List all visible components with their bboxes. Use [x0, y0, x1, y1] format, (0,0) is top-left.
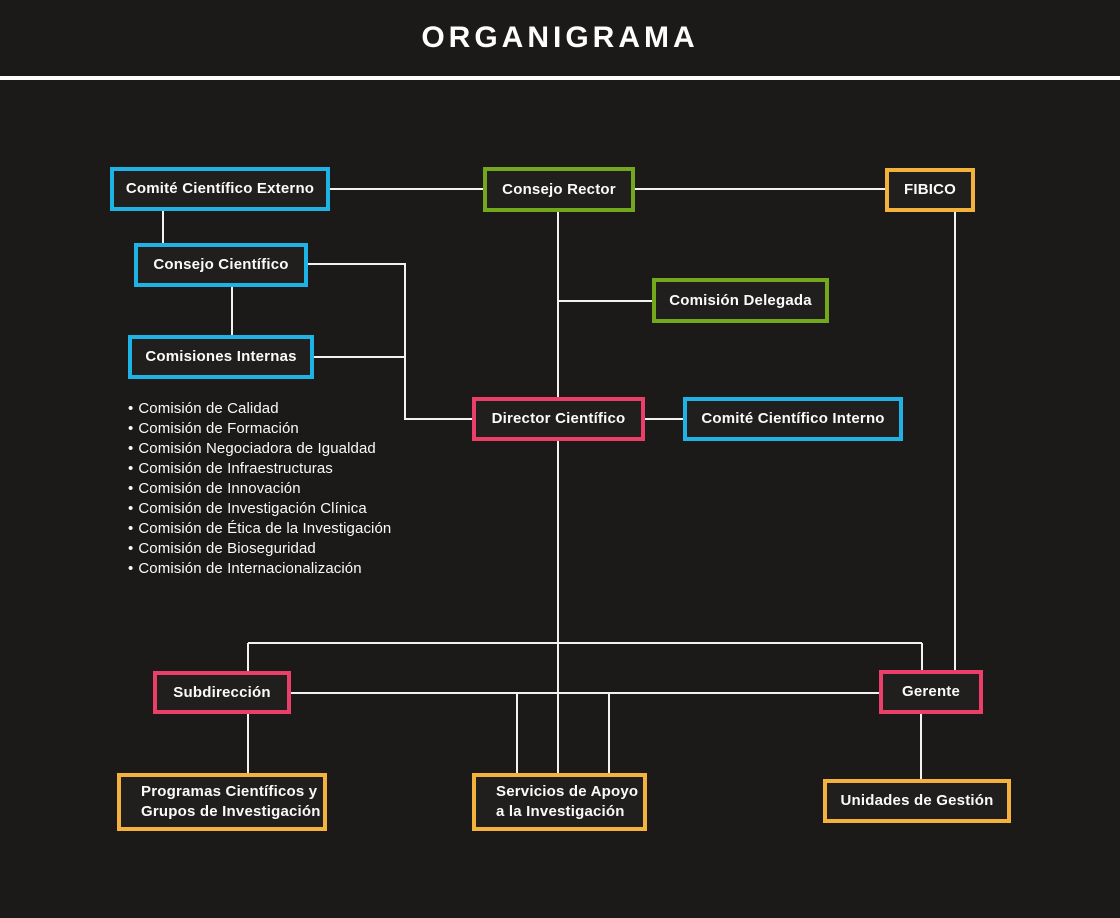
commission-item: Comisión de Formación: [128, 419, 391, 439]
org-node-comite-cientifico-externo: Comité Científico Externo: [110, 167, 330, 211]
commission-item: Comisión de Internacionalización: [128, 559, 391, 579]
commission-item: Comisión de Infraestructuras: [128, 459, 391, 479]
org-node-consejo-cientifico: Consejo Científico: [134, 243, 308, 287]
org-node-programas-cientificos: Programas Científicos y Grupos de Invest…: [117, 773, 327, 831]
org-chart: Comisión de CalidadComisión de Formación…: [0, 80, 1120, 918]
org-node-unidades-gestion: Unidades de Gestión: [823, 779, 1011, 823]
commissions-list: Comisión de CalidadComisión de Formación…: [128, 399, 391, 579]
connector-line: [308, 263, 472, 420]
org-node-servicios-apoyo: Servicios de Apoyo a la Investigación: [472, 773, 647, 831]
org-node-comisiones-internas: Comisiones Internas: [128, 335, 314, 379]
commission-item: Comisión de Innovación: [128, 479, 391, 499]
page-title: ORGANIGRAMA: [421, 21, 699, 54]
org-node-fibico: FIBICO: [885, 168, 975, 212]
commission-item: Comisión de Investigación Clínica: [128, 499, 391, 519]
commission-item: Comisión de Ética de la Investigación: [128, 519, 391, 539]
commission-item: Comisión de Bioseguridad: [128, 539, 391, 559]
org-node-subdireccion: Subdirección: [153, 671, 291, 714]
org-node-director-cientifico: Director Científico: [472, 397, 645, 441]
org-node-comision-delegada: Comisión Delegada: [652, 278, 829, 323]
commission-item: Comisión de Calidad: [128, 399, 391, 419]
org-node-comite-cientifico-interno: Comité Científico Interno: [683, 397, 903, 441]
commission-item: Comisión Negociadora de Igualdad: [128, 439, 391, 459]
header-divider: [0, 76, 1120, 80]
page-header: ORGANIGRAMA: [0, 0, 1120, 76]
org-node-consejo-rector: Consejo Rector: [483, 167, 635, 212]
org-node-gerente: Gerente: [879, 670, 983, 714]
